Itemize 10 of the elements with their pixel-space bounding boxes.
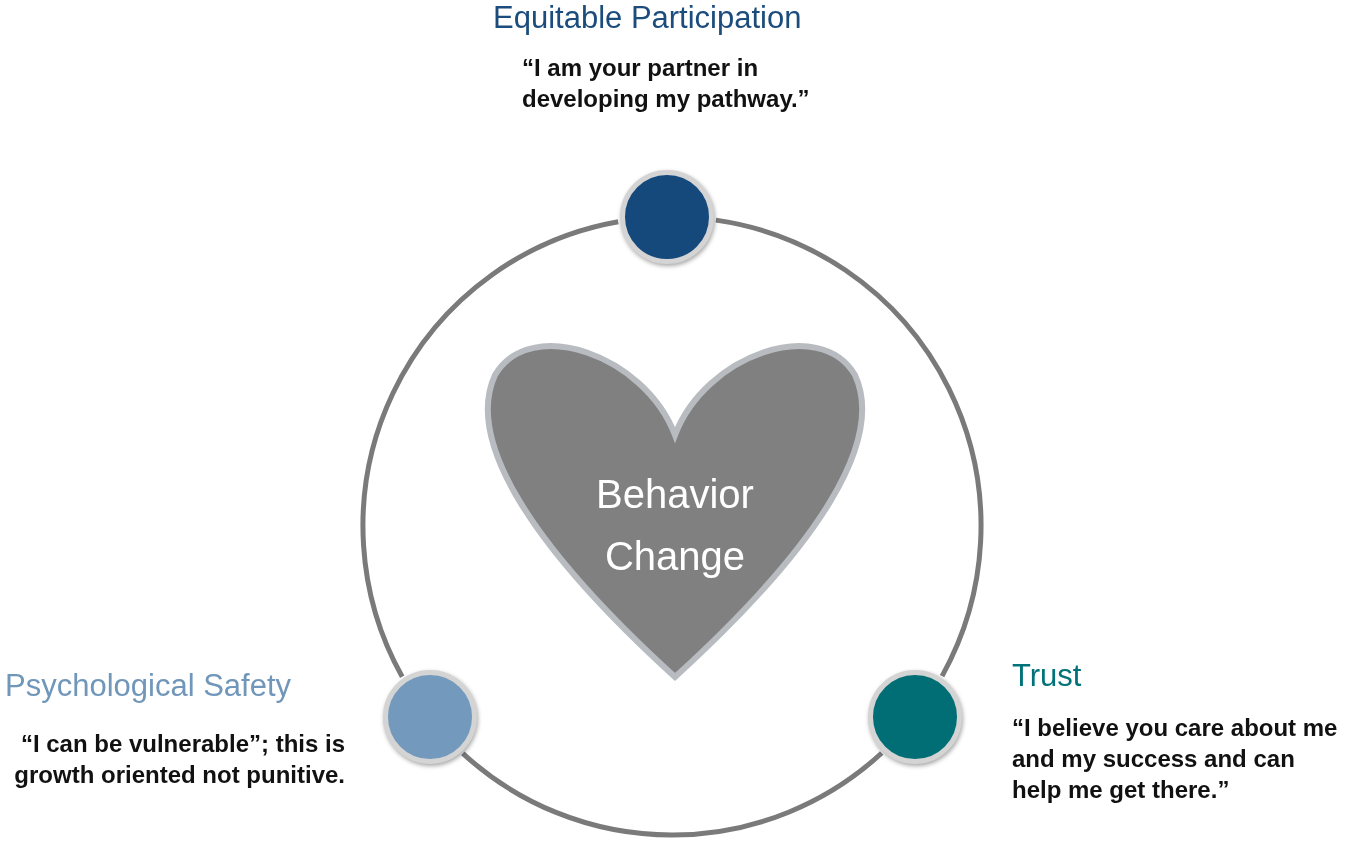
heading: Psychological Safety — [5, 668, 292, 704]
heading: Equitable Participation — [493, 0, 802, 36]
quote: “I am your partner in developing my pathway.” — [522, 53, 811, 114]
node-label: Behavior Change — [595, 471, 755, 580]
quote: “I believe you care about me and my success and can help me get there.” — [1012, 713, 1339, 805]
ring-arc — [461, 751, 884, 838]
quote: “I can be vulnerable”; this is growth oriented not punitive. — [13, 729, 345, 790]
ring-arc — [715, 217, 984, 678]
ring-arc — [360, 219, 619, 678]
heading: Trust — [1012, 658, 1082, 694]
